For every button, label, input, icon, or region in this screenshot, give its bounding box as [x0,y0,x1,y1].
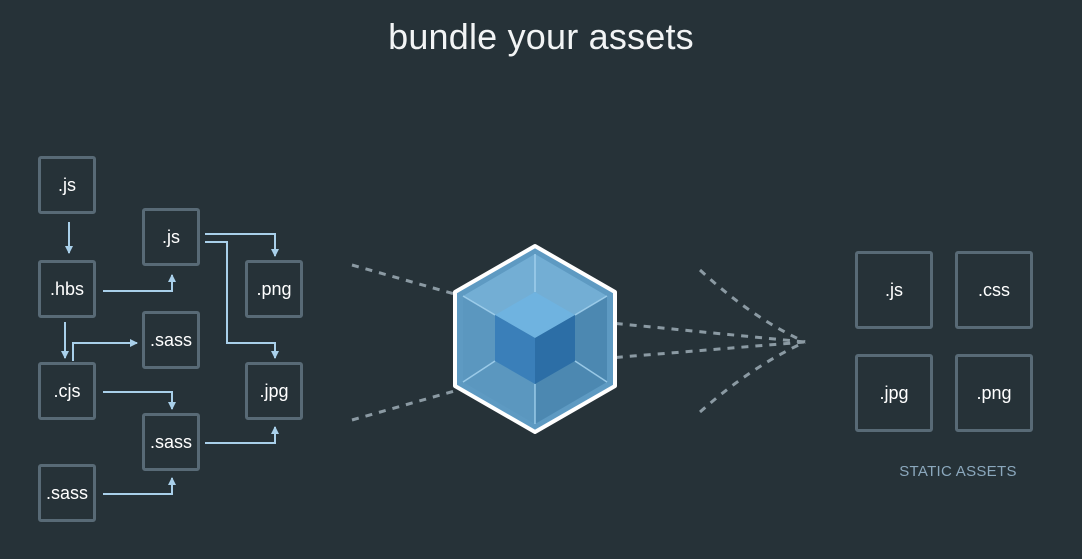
module-sass-middle: .sass [142,413,200,471]
flow-line-in-top [351,263,459,297]
connector-js-to-jpg [205,241,279,359]
module-js-top: .js [38,156,96,214]
module-sass-bottom: .sass [38,464,96,522]
module-png: .png [245,260,303,318]
flow-line-fan-bottom [699,340,806,414]
static-asset-jpg: .jpg [855,354,933,432]
static-asset-css: .css [955,251,1033,329]
module-jpg: .jpg [245,362,303,420]
flow-line-in-bottom [351,388,459,422]
webpack-cube-logo [453,244,617,434]
module-cjs: .cjs [38,362,96,420]
flow-lines [351,263,806,422]
connector-cjs-to-sass [72,339,138,361]
connector-js-to-png [205,233,279,257]
static-asset-png: .png [955,354,1033,432]
connector-sass-to-jpg [205,426,279,444]
module-hbs: .hbs [38,260,96,318]
module-js-center: .js [142,208,200,266]
diagram-title: bundle your assets [388,16,694,57]
static-assets-label: STATIC ASSETS [899,463,1017,480]
module-sass-upper: .sass [142,311,200,369]
static-asset-js: .js [855,251,933,329]
flow-line-fan-top [698,268,806,344]
connector-cjs-to-sass-2 [103,391,176,410]
connector-hbs-to-js [103,274,176,292]
connector-sass-to-sass [103,477,176,495]
dependency-connectors [61,222,279,495]
